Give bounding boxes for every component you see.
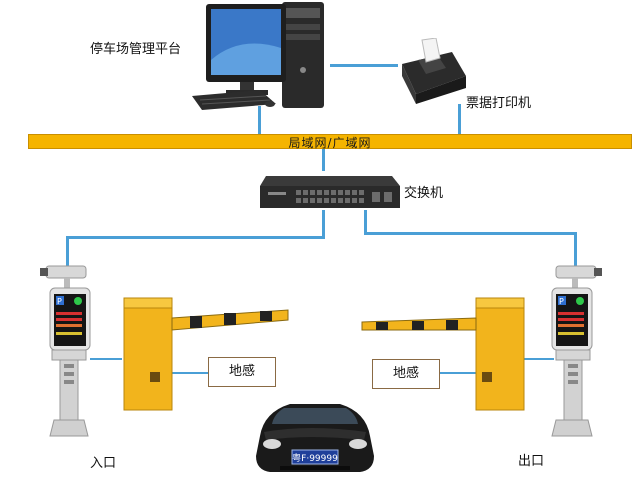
- entrance-kiosk-icon: P: [40, 265, 91, 437]
- entrance-loop-tag: 地感: [208, 357, 276, 387]
- printer-to-lan-wire-v: [458, 104, 461, 135]
- exit-label: 出口: [518, 454, 545, 469]
- switch-to-left-wire-h: [66, 236, 325, 239]
- svg-text:P: P: [559, 297, 564, 306]
- switch-to-left-wire-v: [322, 210, 325, 239]
- svg-text:P: P: [57, 297, 62, 306]
- entrance-loop-label: 地感: [228, 364, 255, 379]
- right-drop-wire: [574, 232, 577, 268]
- printer-label: 票据打印机: [466, 96, 532, 111]
- left-loop-wire: [168, 372, 210, 374]
- printer-icon: [402, 38, 466, 104]
- exit-loop-tag: 地感: [372, 359, 440, 389]
- left-drop-wire: [66, 236, 69, 268]
- platform-label: 停车场管理平台: [90, 42, 182, 57]
- right-loop-wire: [438, 372, 480, 374]
- switch-icon: [260, 176, 400, 208]
- exit-kiosk-icon: P: [551, 265, 602, 437]
- right-sensor-wire-a: [522, 358, 554, 360]
- pc-to-lan-wire: [258, 106, 261, 135]
- entrance-label: 入口: [90, 456, 117, 471]
- car-plate-text: 粤F·99999: [292, 452, 338, 464]
- switch-to-right-wire-v: [364, 210, 367, 234]
- switch-to-right-wire-h: [364, 232, 576, 235]
- exit-loop-label: 地感: [392, 366, 419, 381]
- network-label: 局域网/广域网: [288, 136, 372, 150]
- pc-to-printer-wire-h: [330, 64, 398, 67]
- car-icon: 粤F·99999: [256, 404, 374, 472]
- entrance-barrier-gate: [123, 297, 289, 411]
- lan-to-switch-wire: [322, 149, 325, 171]
- left-sensor-wire-a: [90, 358, 122, 360]
- computer-icon: [192, 2, 324, 110]
- network-bar: 局域网/广域网: [28, 134, 632, 150]
- exit-barrier-gate: [361, 297, 525, 411]
- switch-label: 交换机: [404, 186, 444, 201]
